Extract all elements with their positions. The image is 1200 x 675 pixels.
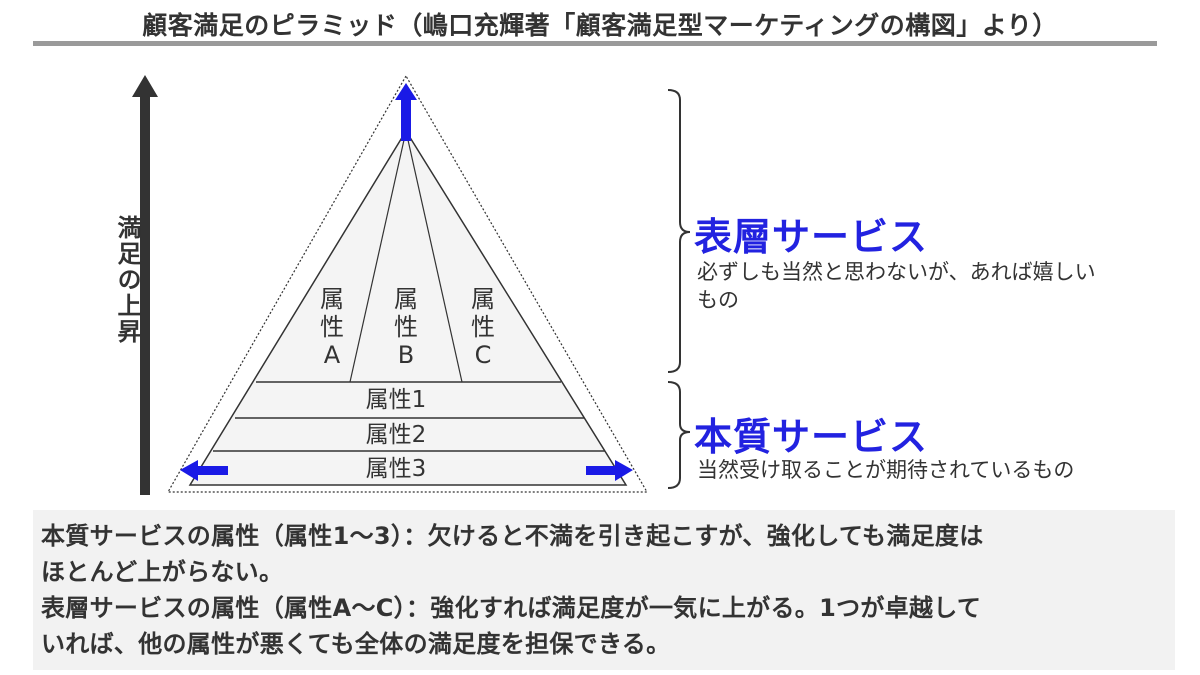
attribute-1-label: 属性1 [365, 387, 427, 413]
core-service-description: 当然受け取ることが期待されているもの [697, 458, 1075, 482]
title-divider [33, 41, 1157, 46]
attribute-divider-right [405, 130, 463, 383]
core-service-brace [667, 381, 691, 489]
note-line-3: 表層サービスの属性（属性A～C）：強化すれば満足度が一気に上がる。1つが卓越して [41, 594, 982, 622]
apex-up-arrow-icon [395, 83, 417, 141]
note-line-2: ほとんど上がらない。 [41, 558, 284, 586]
attribute-2-label: 属性2 [365, 422, 427, 448]
attribute-a-label: 属 性 A [320, 285, 344, 369]
inner-pyramid-fill [188, 129, 628, 486]
attribute-c-label: 属 性 C [471, 285, 495, 369]
note-line-1: 本質サービスの属性（属性1～3）：欠けると不満を引き起こすが、強化しても満足度は [41, 522, 984, 550]
core-service-title: 本質サービス [694, 415, 929, 459]
note-line-4: いれば、他の属性が悪くても全体の満足度を担保できる。 [41, 630, 671, 658]
notes-box: 本質サービスの属性（属性1～3）：欠けると不満を引き起こすが、強化しても満足度は… [33, 510, 1175, 670]
attribute-divider-left [349, 130, 407, 383]
left-arrow-icon [180, 460, 228, 481]
attribute-b-label: 属 性 B [394, 285, 418, 369]
attribute-3-label: 属性3 [365, 456, 427, 482]
satisfaction-axis-label: 満足の上昇 [113, 215, 141, 345]
right-arrow-icon [586, 460, 633, 481]
surface-service-description: 必ずしも当然と思わないが、あれば嬉しい もの [697, 260, 1096, 312]
satisfaction-axis-arrow-icon [132, 75, 158, 495]
page-title: 顧客満足のピラミッド（嶋口充輝著「顧客満足型マーケティングの構図」より） [142, 11, 1058, 40]
surface-service-title: 表層サービス [694, 215, 929, 259]
